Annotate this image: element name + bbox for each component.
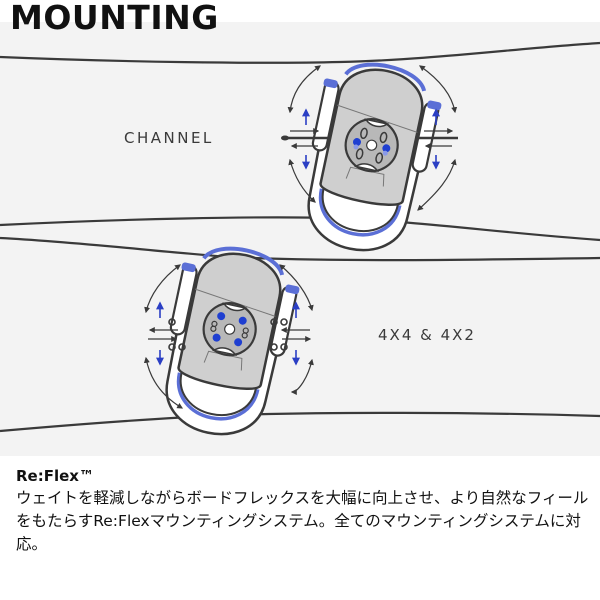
binding-channel-icon	[307, 62, 442, 252]
4x4-adjust-arrows	[143, 264, 314, 409]
product-name: Re:Flex™	[16, 467, 94, 485]
snowboard-outline-top	[0, 41, 600, 242]
description-block: Re:Flex™ ウェイトを軽減しながらボードフレックスを大幅に向上させ、より自…	[16, 466, 591, 556]
page-title: MOUNTING	[10, 0, 219, 37]
mounting-illustration-panel: CHANNEL 4X4 & 4X2	[0, 22, 600, 456]
product-description: ウェイトを軽減しながらボードフレックスを大幅に向上させ、より自然なフィールをもた…	[16, 489, 589, 553]
snowboard-outline-bottom	[0, 236, 600, 433]
4x4-4x2-label: 4X4 & 4X2	[378, 326, 476, 344]
channel-adjust-arrows	[281, 65, 458, 211]
channel-label: CHANNEL	[124, 129, 214, 147]
binding-4x4-icon	[165, 246, 300, 436]
